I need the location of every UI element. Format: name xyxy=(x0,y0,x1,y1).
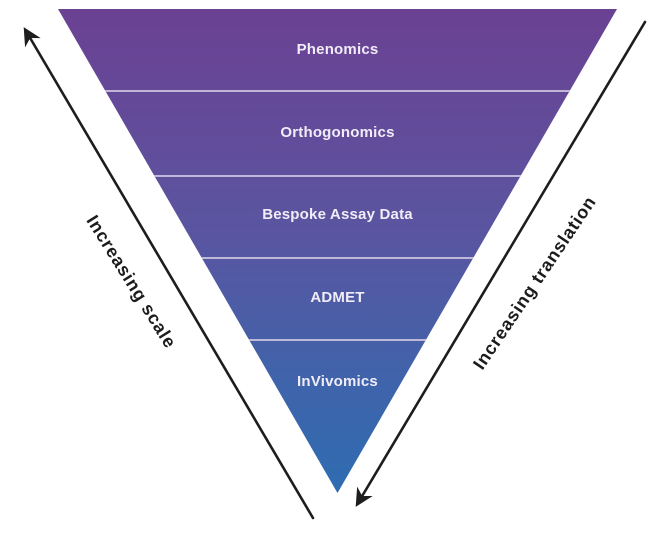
funnel-level-invivomics: InVivomics xyxy=(297,373,378,390)
funnel-level-admet: ADMET xyxy=(310,289,365,306)
scale-arrow xyxy=(23,27,315,520)
funnel-level-orthogonomics: Orthogonomics xyxy=(280,124,395,141)
level-divider xyxy=(58,257,617,259)
translation-arrow xyxy=(355,20,647,507)
level-divider xyxy=(58,175,617,177)
funnel-level-phenomics: Phenomics xyxy=(296,41,379,58)
level-divider xyxy=(58,90,617,92)
funnel-level-bespoke-assay-data: Bespoke Assay Data xyxy=(262,206,413,223)
level-divider xyxy=(58,339,617,341)
